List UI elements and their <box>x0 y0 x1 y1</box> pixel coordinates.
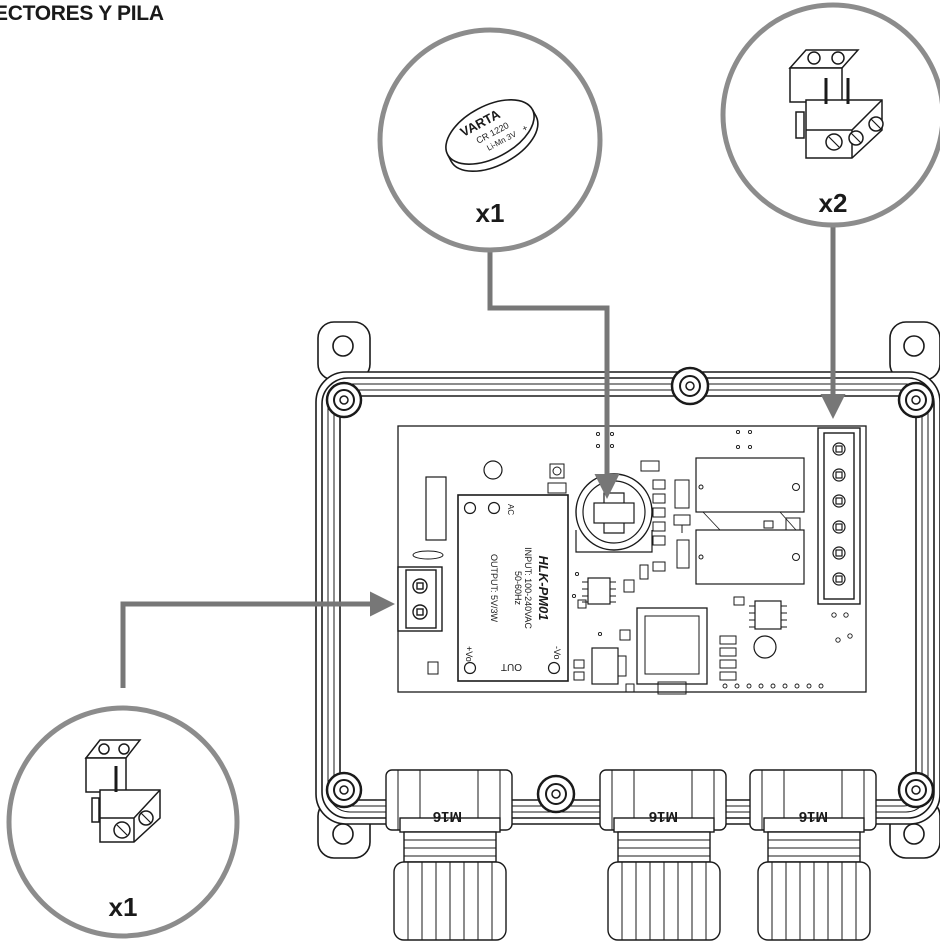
cable-gland-middle <box>599 769 727 941</box>
enclosure-screws <box>325 366 935 814</box>
screw-top-mid <box>670 366 710 406</box>
gland-label-right: M16 <box>799 808 828 825</box>
cable-gland-left <box>385 769 513 941</box>
screw-bottom-right <box>897 771 935 809</box>
leader-battery <box>487 250 620 499</box>
screw-top-left <box>325 381 363 419</box>
psu-input-label: INPUT: 100-240VAC <box>523 547 533 629</box>
terminal-plug-2pin-icon <box>84 739 161 843</box>
pcb-terminal-6pin <box>817 427 861 605</box>
psu-out-pin: OUT <box>501 661 522 672</box>
screw-bottom-mid <box>536 774 576 814</box>
callout-connector-left: x1 <box>6 705 240 939</box>
psu-model-label: HLK-PM01 <box>536 555 551 620</box>
coin-cell-icon: VARTA CR 1220 Li-Mn 3V + <box>445 99 539 173</box>
psu-vo-pos-pin: +Vo <box>464 646 474 662</box>
screw-bottom-left <box>325 771 363 809</box>
psu-output-label: OUTPUT: 5V/3W <box>489 554 499 623</box>
psu-vo-neg-pin: -Vo <box>552 646 562 660</box>
callout-connector-top: x2 <box>720 2 940 228</box>
connector-left-qty: x1 <box>109 892 138 922</box>
psu-ac-pin: AC <box>506 504 515 515</box>
page-title: ECTORES Y PILA <box>0 2 164 25</box>
callout-battery: VARTA CR 1220 Li-Mn 3V + x1 <box>377 27 603 253</box>
pcb-terminal-2pin <box>397 566 443 632</box>
battery-qty: x1 <box>476 198 505 228</box>
terminal-plug-3pin-icon <box>788 49 884 159</box>
psu-freq-label: 50-60Hz <box>513 571 523 606</box>
battery-plus-mark: + <box>520 123 529 134</box>
screw-top-right <box>897 381 935 419</box>
cable-gland-right <box>749 769 877 941</box>
gland-label-left: M16 <box>433 808 462 825</box>
psu-module: HLK-PM01 INPUT: 100-240VAC 50-60Hz OUTPU… <box>457 494 569 682</box>
gland-label-middle: M16 <box>649 808 678 825</box>
leader-connector-left <box>120 591 395 688</box>
connector-top-qty: x2 <box>819 188 848 218</box>
